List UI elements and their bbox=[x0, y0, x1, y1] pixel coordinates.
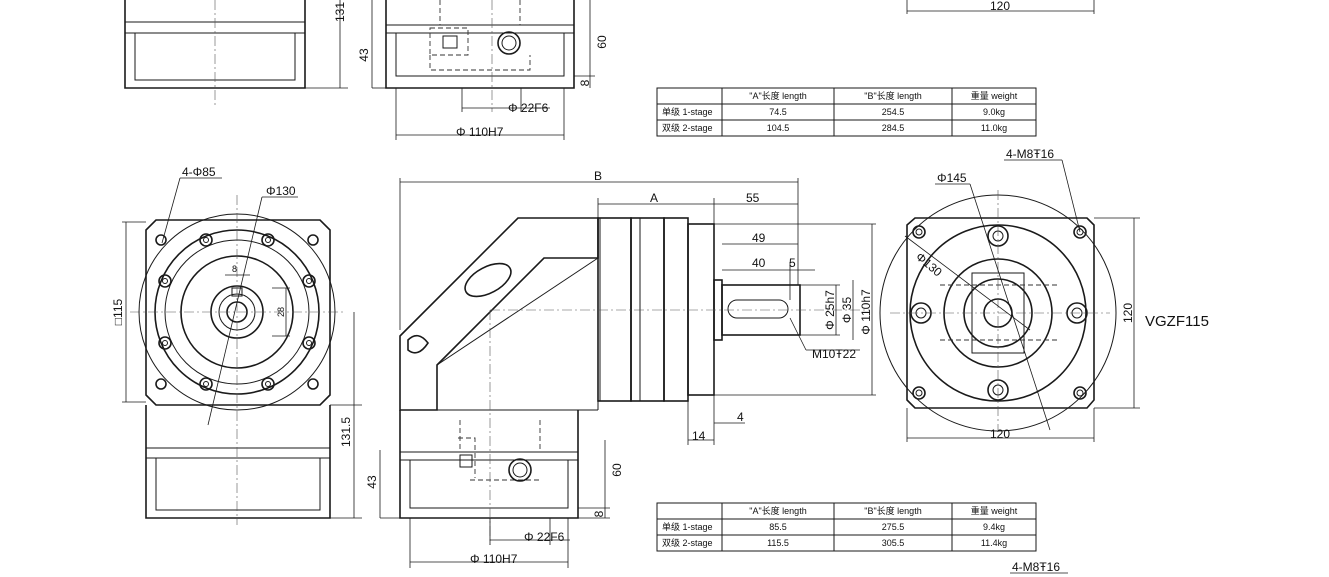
table-bottom-row1-a: 85.5 bbox=[769, 522, 787, 532]
spec-table-top: "A"长度 length "B"长度 length 重量 weight 单级 1… bbox=[656, 87, 1037, 137]
model-label: VGZF115 bbox=[1145, 313, 1209, 330]
label-4-holes-right: 4-M8Ŧ16 bbox=[1006, 147, 1054, 161]
label-bottom-note: 4-M8Ŧ16 bbox=[1012, 560, 1060, 574]
dim-pilot-top: Φ 110H7 bbox=[456, 125, 504, 139]
table-bottom-row1-b: 275.5 bbox=[882, 522, 905, 532]
top-middle-view: 43 60 8 Φ 22F6 Φ 110H7 bbox=[357, 0, 609, 140]
spec-table-bottom: "A"长度 length "B"长度 length 重量 weight 单级 1… bbox=[656, 502, 1037, 552]
table-top-header-a: "A"长度 length bbox=[749, 90, 806, 101]
bolt-holes-left bbox=[155, 233, 319, 391]
table-bottom-header-b: "B"长度 length bbox=[864, 505, 921, 516]
label-pcd-left: Φ130 bbox=[266, 184, 296, 198]
dim-5: 5 bbox=[789, 256, 796, 270]
dim-collar-35: Φ 35 bbox=[840, 297, 854, 324]
dim-60-mid: 60 bbox=[610, 463, 624, 477]
dim-pilot-110: Φ 110h7 bbox=[859, 289, 873, 335]
table-bottom-row2-label: 双级 2-stage bbox=[662, 537, 713, 548]
dim-43-mid: 43 bbox=[365, 475, 379, 489]
table-top-row1-a: 74.5 bbox=[769, 107, 787, 117]
dim-8-mid: 8 bbox=[592, 510, 606, 517]
table-bottom-row1-w: 9.4kg bbox=[983, 522, 1005, 532]
dim-square-115: □115 bbox=[111, 298, 125, 325]
dim-28: 28 bbox=[276, 307, 286, 317]
dim-width-top: 120 bbox=[990, 0, 1010, 13]
table-bottom-row2-a: 115.5 bbox=[767, 538, 789, 548]
table-top-row1-w: 9.0kg bbox=[983, 107, 1005, 117]
table-bottom-row2-b: 305.5 bbox=[882, 538, 905, 548]
label-4-holes-left: 4-Φ85 bbox=[182, 165, 216, 179]
table-top-row2-a: 104.5 bbox=[767, 123, 790, 133]
dim-131-5: 131.5 bbox=[339, 417, 353, 447]
table-bottom-header-w: 重量 weight bbox=[971, 505, 1018, 516]
table-top-row2-w: 11.0kg bbox=[981, 123, 1007, 133]
left-end-view: □115 4-Φ85 Φ130 8 28 131.5 bbox=[111, 165, 362, 525]
table-top-row1-label: 单级 1-stage bbox=[662, 106, 713, 117]
top-left-view: 131 bbox=[124, 0, 348, 105]
label-thread-m10: M10Ŧ22 bbox=[812, 347, 856, 361]
dim-shaft-25: Φ 25h7 bbox=[823, 290, 837, 330]
top-right-view: 120 bbox=[906, 0, 1095, 14]
table-top-row2-label: 双级 2-stage bbox=[662, 122, 713, 133]
table-top-row2-b: 284.5 bbox=[882, 123, 905, 133]
dim-49: 49 bbox=[752, 231, 766, 245]
dim-40: 40 bbox=[752, 256, 766, 270]
right-end-view: 4-M8Ŧ16 Φ145 Φ130 120 120 VGZF115 bbox=[879, 147, 1209, 442]
dim-4: 4 bbox=[737, 410, 744, 424]
dim-8: 8 bbox=[578, 79, 592, 86]
dim-shaft-top: Φ 22F6 bbox=[508, 101, 549, 115]
middle-side-view: B A 55 49 40 5 Φ 25h7 Φ 35 Φ 110h7 M10Ŧ2… bbox=[365, 169, 876, 568]
dim-key-8: 8 bbox=[232, 264, 237, 274]
dim-input-shaft: Φ 22F6 bbox=[524, 530, 565, 544]
dim-height-120: 120 bbox=[1121, 303, 1135, 323]
table-bottom-header-a: "A"长度 length bbox=[749, 505, 806, 516]
dim-131: 131 bbox=[333, 2, 347, 22]
table-bottom-row2-w: 11.4kg bbox=[981, 538, 1007, 548]
table-top-header-w: 重量 weight bbox=[971, 90, 1018, 101]
dim-B: B bbox=[594, 169, 602, 183]
dim-14: 14 bbox=[692, 429, 706, 443]
table-top-header-b: "B"长度 length bbox=[864, 90, 921, 101]
label-pcd-right: Φ145 bbox=[937, 171, 967, 185]
dim-60: 60 bbox=[595, 35, 609, 49]
table-top-row1-b: 254.5 bbox=[882, 107, 905, 117]
table-bottom-row1-label: 单级 1-stage bbox=[662, 521, 713, 532]
dim-55: 55 bbox=[746, 191, 760, 205]
dim-A: A bbox=[650, 191, 658, 205]
dim-input-pilot: Φ 110H7 bbox=[470, 552, 518, 566]
dim-width-120: 120 bbox=[990, 427, 1010, 441]
dim-43: 43 bbox=[357, 48, 371, 62]
